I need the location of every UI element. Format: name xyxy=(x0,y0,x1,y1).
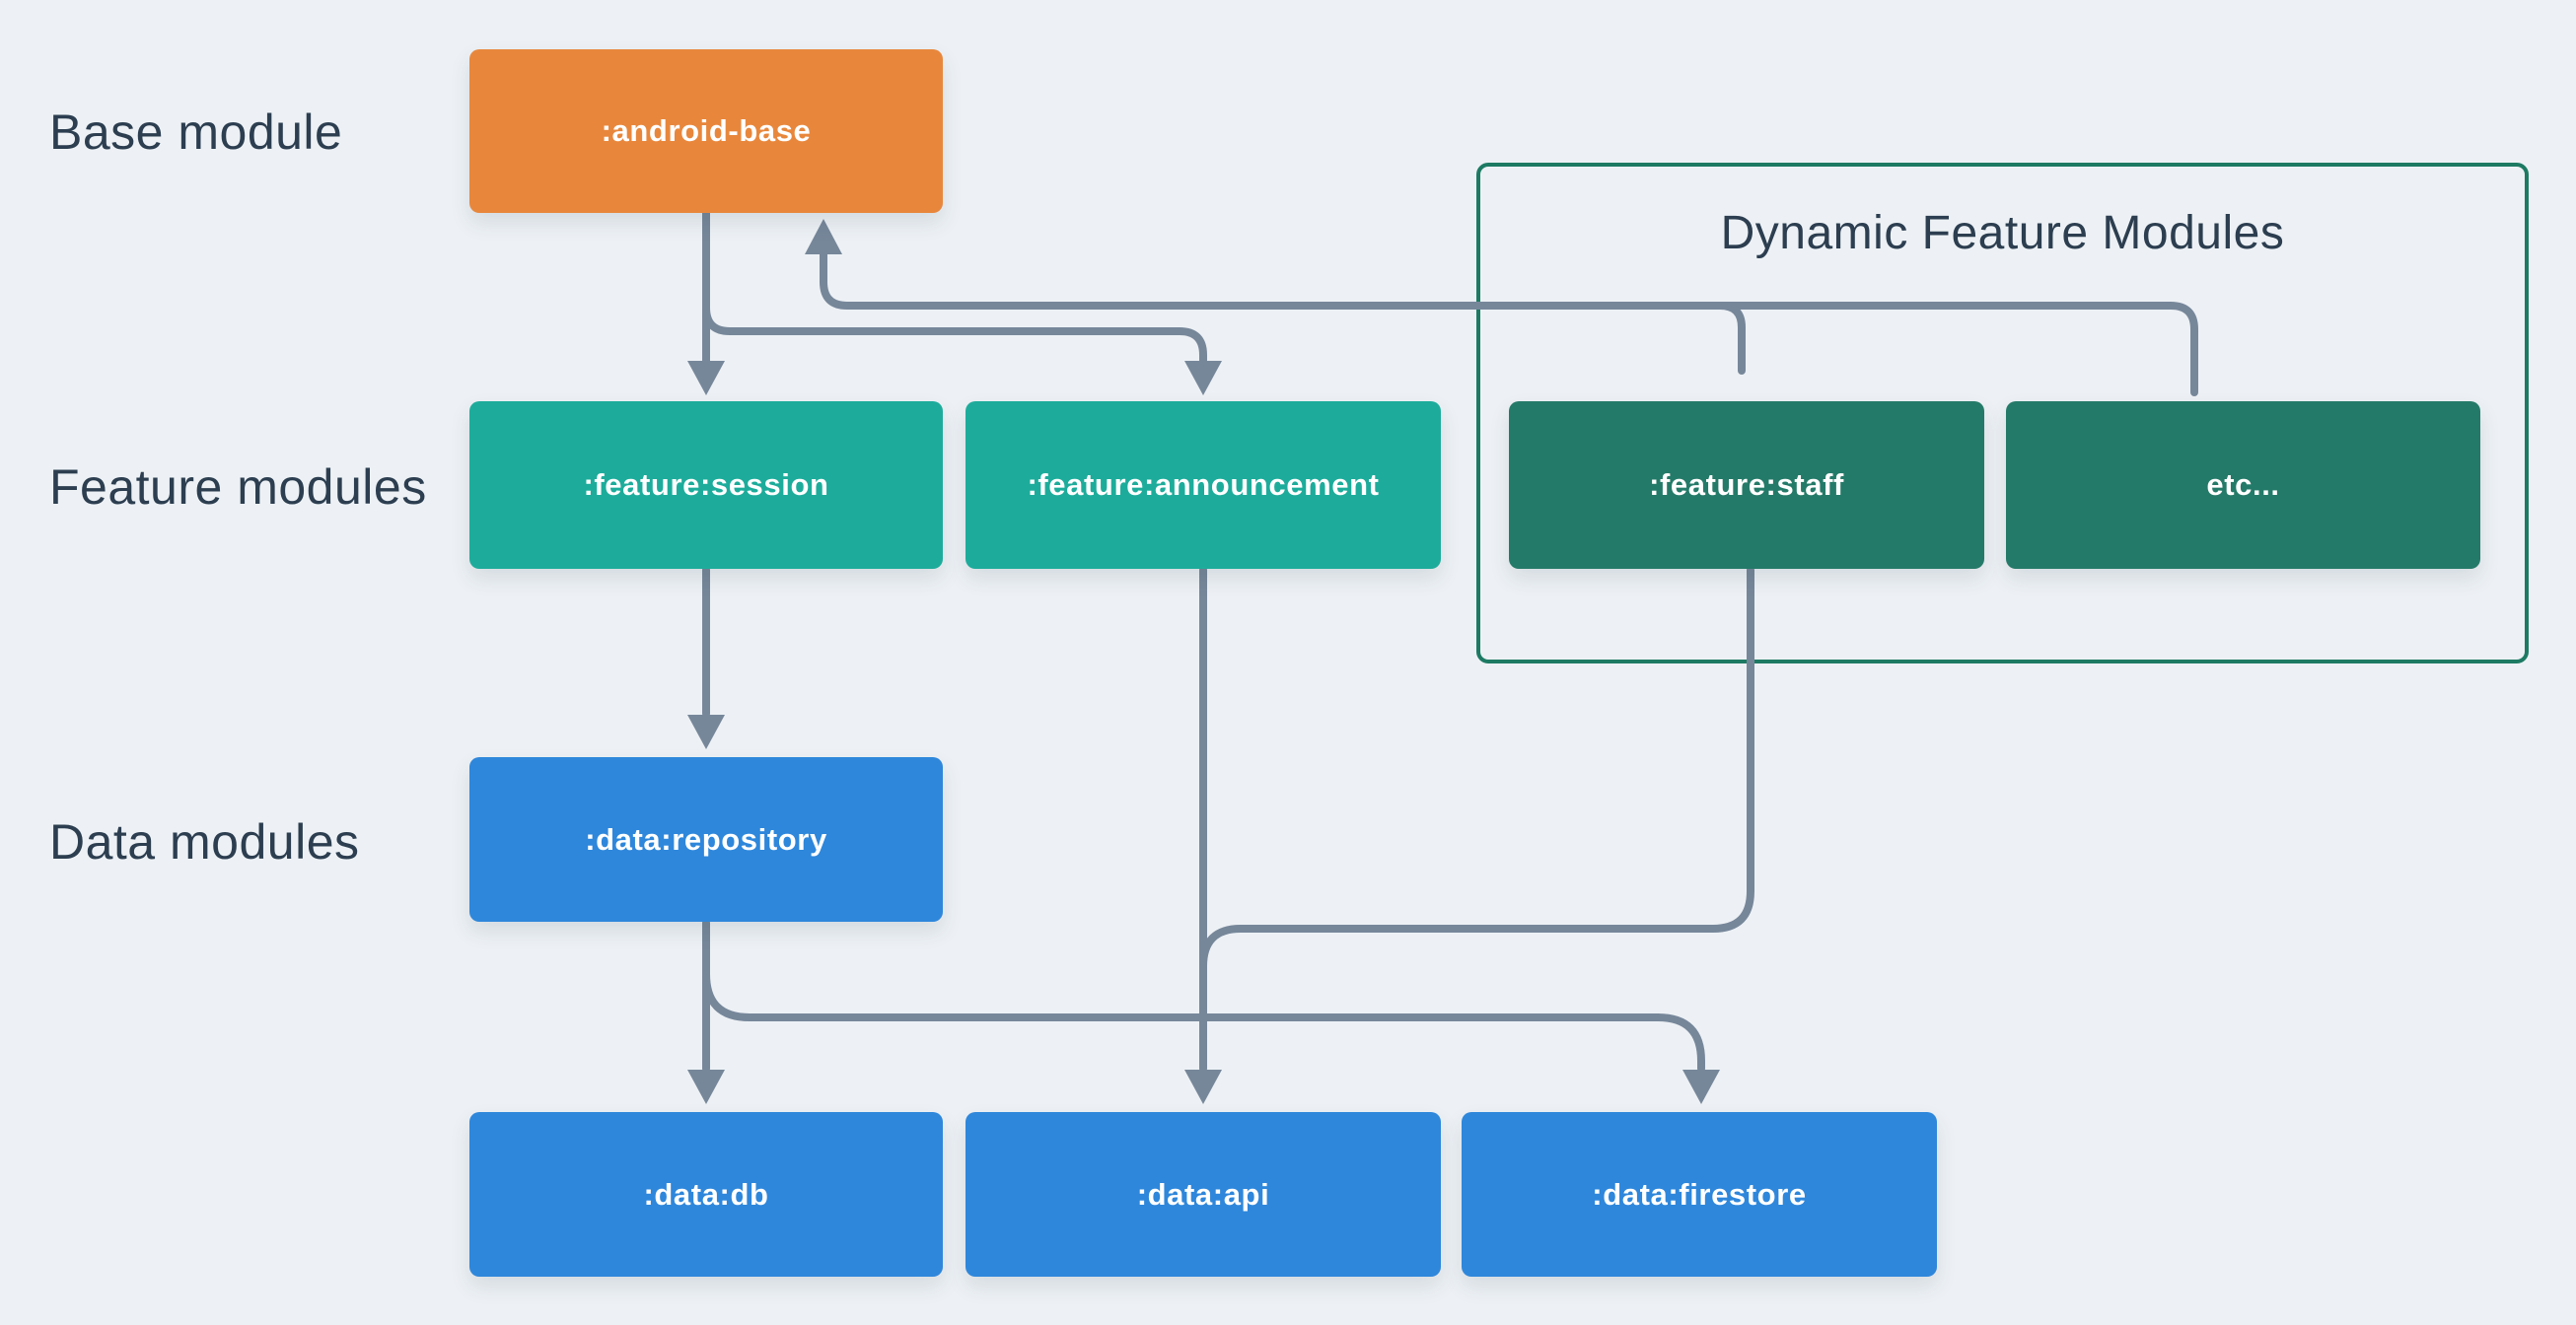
row-label-base-module: Base module xyxy=(49,105,343,160)
node-feature-announcement: :feature:announcement xyxy=(966,401,1441,569)
edge-base-to-announcement xyxy=(702,304,1207,365)
node-data-firestore: :data:firestore xyxy=(1462,1112,1937,1277)
edge-repository-to-firestore xyxy=(702,970,1705,1073)
dynamic-feature-modules-title: Dynamic Feature Modules xyxy=(1720,207,2285,259)
node-data-repository: :data:repository xyxy=(469,757,943,922)
node-feature-staff: :feature:staff xyxy=(1509,401,1984,569)
node-android-base: :android-base xyxy=(469,49,943,213)
arrowhead-api xyxy=(1184,1070,1222,1104)
arrowhead-repository xyxy=(687,715,725,749)
arrowhead-base xyxy=(805,219,842,254)
arrowhead-announcement xyxy=(1184,361,1222,395)
node-etc: etc... xyxy=(2006,401,2480,569)
arrowhead-firestore xyxy=(1682,1070,1720,1104)
row-label-data-modules: Data modules xyxy=(49,814,360,870)
arrowhead-session xyxy=(687,361,725,395)
row-label-feature-modules: Feature modules xyxy=(49,459,427,515)
node-feature-session: :feature:session xyxy=(469,401,943,569)
node-data-api: :data:api xyxy=(966,1112,1441,1277)
arrowhead-db xyxy=(687,1070,725,1104)
node-data-db: :data:db xyxy=(469,1112,943,1277)
